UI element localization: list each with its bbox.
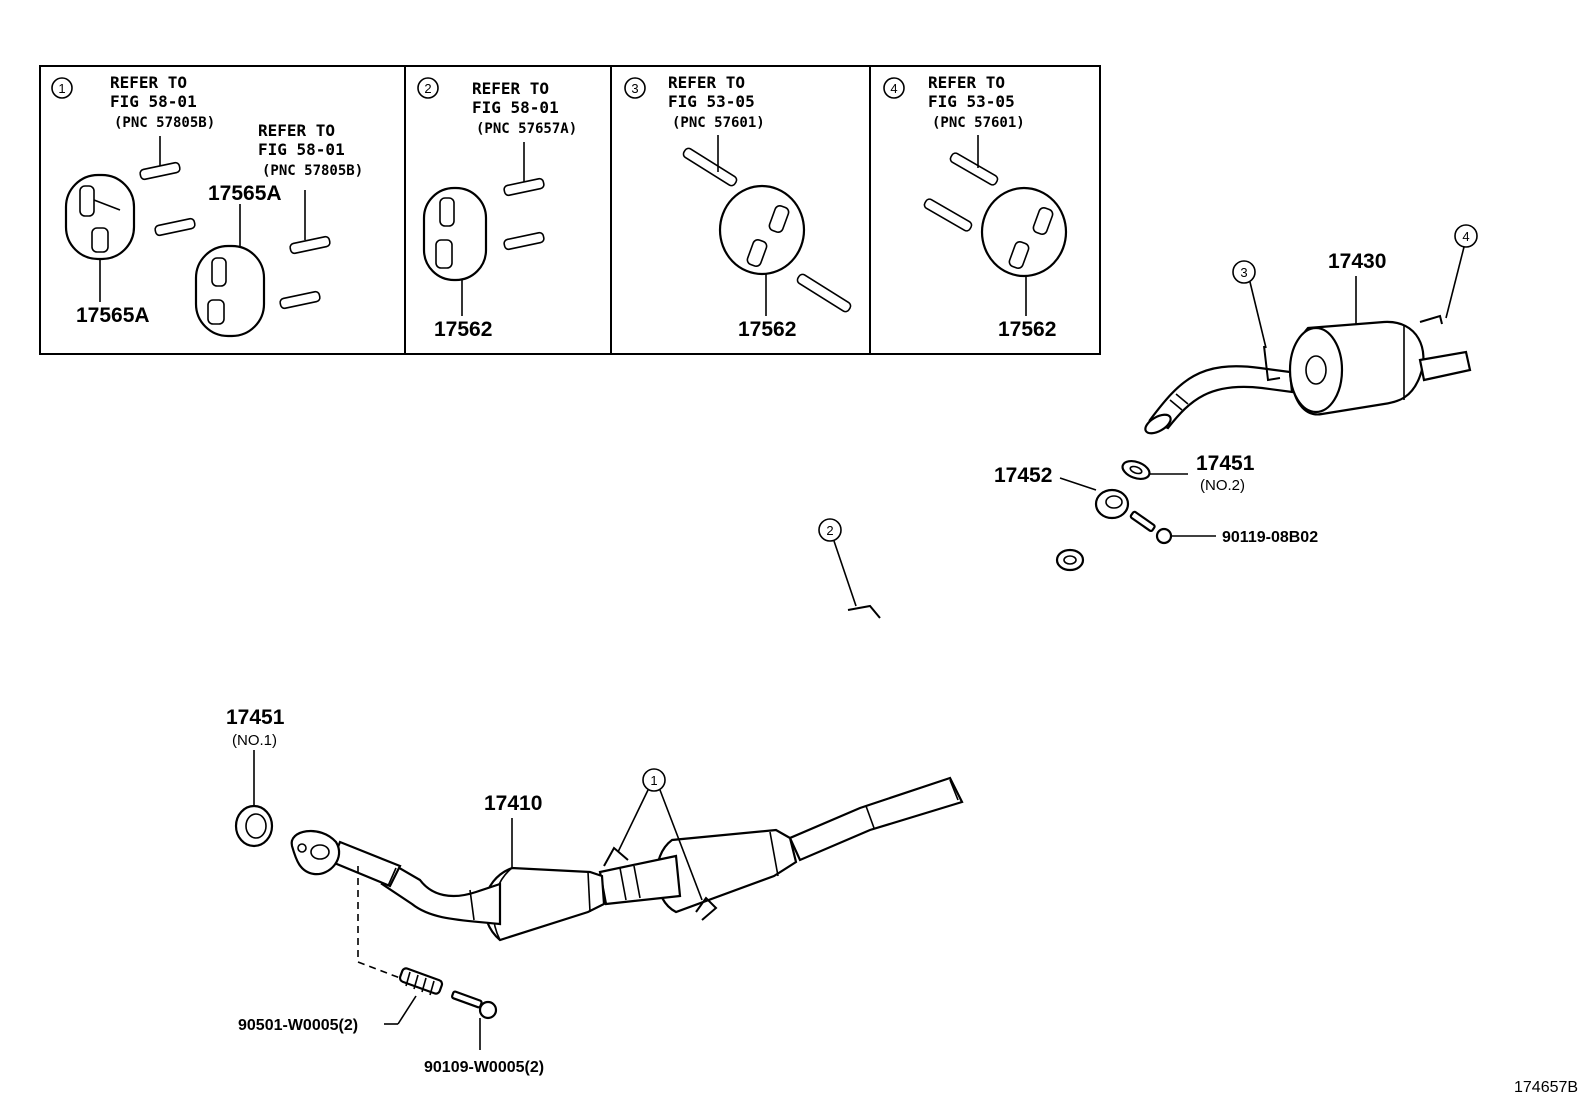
refer-to-label: REFER TO — [258, 121, 335, 140]
inset-frame — [39, 65, 1101, 355]
bolt-icon — [1129, 510, 1173, 545]
rubber-hanger-icon — [422, 186, 488, 282]
part-number-90109-w0005[interactable]: 90109-W0005(2) — [424, 1059, 544, 1076]
exhaust-pipe — [290, 548, 1085, 942]
assembly-dashed-line — [357, 866, 401, 979]
inset-number-circle — [883, 77, 905, 99]
rod-icon — [503, 231, 545, 251]
rubber-hanger-icon — [64, 173, 136, 261]
part-number-17451-no2[interactable]: 17451 — [1196, 452, 1255, 475]
fig-reference-link[interactable]: FIG 58-01 — [472, 98, 559, 117]
part-number-17452[interactable]: 17452 — [994, 464, 1052, 487]
part-number-17410[interactable]: 17410 — [484, 792, 542, 815]
rod-icon — [139, 161, 181, 181]
fig-reference-link[interactable]: FIG 58-01 — [258, 140, 345, 159]
leader-line — [1059, 477, 1097, 491]
part-number-17451-no1[interactable]: 17451 — [226, 706, 285, 729]
part-number-90501-w0005[interactable]: 90501-W0005(2) — [238, 1017, 358, 1034]
leader-line — [1445, 246, 1465, 319]
gasket-icon — [234, 804, 274, 848]
spring-icon — [398, 967, 444, 996]
leader-line — [659, 789, 703, 901]
rod-icon — [154, 217, 196, 237]
rubber-hanger-icon — [980, 186, 1068, 278]
rod-icon — [289, 235, 331, 255]
rod-icon — [949, 152, 999, 186]
inset-2[interactable]: 2 REFER TO FIG 58-01 (PNC 57657A) 17562 — [417, 77, 577, 341]
part-number-17430[interactable]: 17430 — [1328, 250, 1386, 273]
callout-1: 1 — [650, 773, 657, 788]
callout-3: 3 — [1240, 265, 1247, 280]
part-number-17562[interactable]: 17562 — [998, 318, 1056, 341]
rod-icon — [503, 177, 545, 197]
inset-number-circle — [624, 77, 646, 99]
part-number-17565a[interactable]: 17565A — [76, 304, 150, 327]
rod-icon — [923, 198, 973, 232]
refer-to-label: REFER TO — [472, 79, 549, 98]
pnc-label: (PNC 57657A) — [476, 121, 577, 137]
rod-icon — [796, 273, 852, 313]
part-number-17562[interactable]: 17562 — [434, 318, 492, 341]
bolt-icon — [450, 990, 498, 1020]
inset-number: 2 — [424, 81, 431, 96]
refer-to-label: REFER TO — [928, 73, 1005, 92]
fig-reference-link[interactable]: FIG 58-01 — [110, 92, 197, 111]
rubber-hanger-icon — [718, 184, 806, 276]
pnc-label: (PNC 57805B) — [262, 163, 363, 179]
inset-number: 4 — [890, 81, 897, 96]
pnc-label: (PNC 57601) — [672, 115, 765, 131]
figure-id: 174657B — [1514, 1079, 1578, 1096]
leader-line — [617, 789, 649, 853]
inset-4[interactable]: 4 REFER TO FIG 53-05 (PNC 57601) 17562 — [883, 73, 1068, 341]
leader-line — [833, 540, 857, 607]
inset-number: 3 — [631, 81, 638, 96]
leader-line — [397, 995, 417, 1025]
gasket-icon — [1121, 459, 1151, 481]
part-number-90119-08b02[interactable]: 90119-08B02 — [1222, 529, 1318, 546]
part-number-17562[interactable]: 17562 — [738, 318, 796, 341]
callout-4: 4 — [1462, 229, 1469, 244]
callout-4-circle — [1454, 224, 1478, 248]
leader-line — [1249, 281, 1267, 349]
gasket-note-no2: (NO.2) — [1200, 477, 1245, 494]
inset-1[interactable]: 1 REFER TO FIG 58-01 (PNC 57805B) REFER … — [51, 73, 363, 338]
pnc-label: (PNC 57601) — [932, 115, 1025, 131]
refer-to-label: REFER TO — [110, 73, 187, 92]
gasket-note-no1: (NO.1) — [232, 732, 277, 749]
pnc-label: (PNC 57805B) — [114, 115, 215, 131]
callout-2: 2 — [826, 523, 833, 538]
callout-1-circle — [642, 768, 666, 792]
inset-number-circle — [51, 77, 73, 99]
fig-reference-link[interactable]: FIG 53-05 — [668, 92, 755, 111]
part-number-17565a[interactable]: 17565A — [208, 182, 282, 205]
support-ring-icon — [1094, 488, 1130, 520]
fig-reference-link[interactable]: FIG 53-05 — [928, 92, 1015, 111]
inset-number: 1 — [58, 81, 65, 96]
rubber-hanger-icon — [194, 244, 266, 338]
rod-icon — [279, 290, 321, 310]
rod-icon — [682, 147, 738, 187]
inset-number-circle — [417, 77, 439, 99]
callout-2-circle — [818, 518, 842, 542]
inset-panels — [39, 65, 1101, 355]
callout-3-circle — [1232, 260, 1256, 284]
tail-pipe-muffler — [1144, 314, 1472, 435]
inset-3[interactable]: 3 REFER TO FIG 53-05 (PNC 57601) 17562 — [624, 73, 852, 341]
refer-to-label: REFER TO — [668, 73, 745, 92]
